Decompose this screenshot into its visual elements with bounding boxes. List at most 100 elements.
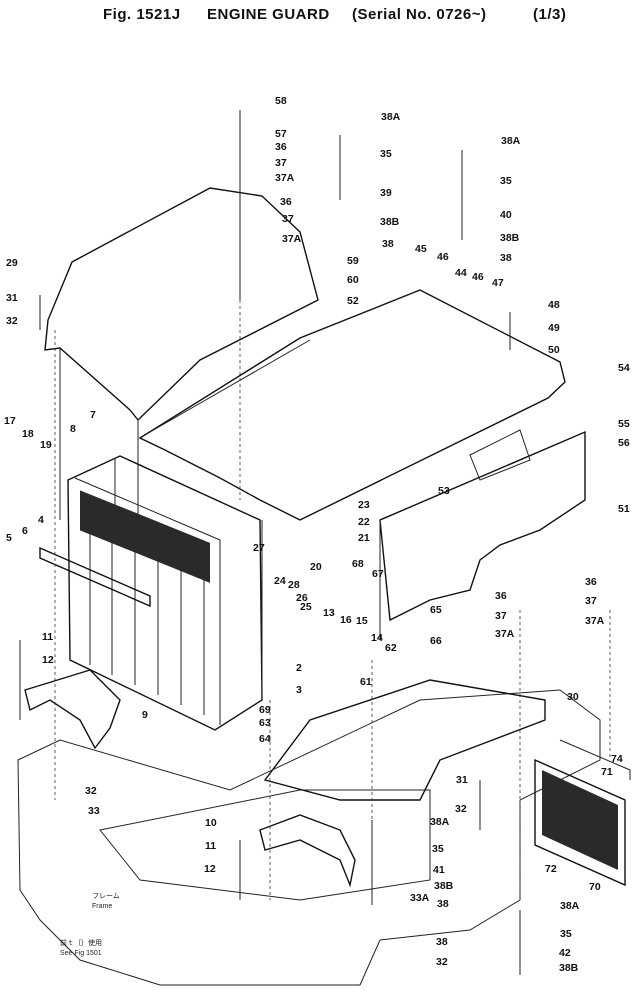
callout-12: 12 bbox=[204, 863, 216, 875]
callout-38: 38 bbox=[382, 238, 394, 250]
callout-38a: 38A bbox=[430, 816, 450, 828]
callout-68: 68 bbox=[352, 558, 364, 570]
side-guard-10 bbox=[259, 814, 356, 888]
callout-71: 71 bbox=[601, 766, 613, 778]
callout-61: 61 bbox=[360, 676, 372, 688]
callout-45: 45 bbox=[415, 243, 427, 255]
callout-35: 35 bbox=[500, 175, 512, 187]
callout-4: 4 bbox=[38, 514, 44, 526]
callout-46: 46 bbox=[437, 251, 449, 263]
callout-38a: 38A bbox=[381, 111, 401, 123]
mid-panel bbox=[469, 429, 531, 481]
callout-74: 74 bbox=[611, 753, 623, 765]
callout-12: 12 bbox=[42, 654, 54, 666]
callout-52: 52 bbox=[347, 295, 359, 307]
callout-37a: 37A bbox=[275, 172, 295, 184]
callout-62: 62 bbox=[385, 642, 397, 654]
callout-27: 27 bbox=[253, 542, 265, 554]
callout-5: 5 bbox=[6, 532, 12, 544]
hardware-lines bbox=[19, 110, 521, 975]
callout-11: 11 bbox=[42, 631, 53, 643]
callout-48: 48 bbox=[548, 299, 560, 311]
callout-31: 31 bbox=[456, 774, 468, 786]
frame-note-jp: フレーム bbox=[92, 892, 120, 900]
callout-60: 60 bbox=[347, 274, 359, 286]
lower-left-guard bbox=[24, 669, 121, 750]
callout-26: 26 bbox=[296, 592, 308, 604]
callout-11: 11 bbox=[205, 840, 216, 852]
callout-35: 35 bbox=[560, 928, 572, 940]
callout-21: 21 bbox=[358, 532, 370, 544]
under-frame-inner bbox=[99, 789, 431, 901]
serial-range: (Serial No. 0726~) bbox=[352, 6, 487, 23]
sheet-number: (1/3) bbox=[533, 6, 567, 23]
callout-38b: 38B bbox=[500, 232, 520, 244]
hood-left-side bbox=[59, 348, 139, 520]
callout-28: 28 bbox=[288, 579, 300, 591]
callout-32: 32 bbox=[455, 803, 467, 815]
callout-layer: 5857363737A38A3539363737A38B3838A354038B… bbox=[4, 95, 630, 974]
hood-top-left bbox=[44, 187, 319, 422]
callout-6: 6 bbox=[22, 525, 28, 537]
callout-38: 38 bbox=[500, 252, 512, 264]
callout-58: 58 bbox=[275, 95, 287, 107]
callout-37: 37 bbox=[282, 213, 294, 225]
callout-2: 2 bbox=[296, 662, 302, 674]
callout-37: 37 bbox=[275, 157, 287, 169]
callout-70: 70 bbox=[589, 881, 601, 893]
callout-38b: 38B bbox=[380, 216, 400, 228]
callout-37a: 37A bbox=[495, 628, 515, 640]
callout-66: 66 bbox=[430, 635, 442, 647]
callout-53: 53 bbox=[438, 485, 450, 497]
callout-47: 47 bbox=[492, 277, 504, 289]
callout-50: 50 bbox=[548, 344, 560, 356]
fig-label: Fig. 1521J bbox=[103, 6, 181, 23]
callout-33: 33 bbox=[88, 805, 100, 817]
radiator-screen bbox=[80, 490, 210, 583]
callout-37a: 37A bbox=[585, 615, 605, 627]
callout-8: 8 bbox=[70, 423, 76, 435]
callout-15: 15 bbox=[356, 615, 368, 627]
support-bar-71 bbox=[559, 739, 631, 780]
callout-64: 64 bbox=[259, 733, 271, 745]
callout-38b: 38B bbox=[559, 962, 579, 974]
callout-32: 32 bbox=[436, 956, 448, 968]
callout-59: 59 bbox=[347, 255, 359, 267]
callout-65: 65 bbox=[430, 604, 442, 616]
callout-38a: 38A bbox=[501, 135, 521, 147]
callout-13: 13 bbox=[323, 607, 335, 619]
callout-54: 54 bbox=[618, 362, 630, 374]
callout-17: 17 bbox=[4, 415, 16, 427]
figure-title: Fig. 1521J ENGINE GUARD (Serial No. 0726… bbox=[0, 0, 639, 30]
part-name: ENGINE GUARD bbox=[207, 6, 330, 23]
hood-top-cover bbox=[138, 289, 566, 521]
callout-36: 36 bbox=[280, 196, 292, 208]
callout-36: 36 bbox=[495, 590, 507, 602]
callout-42: 42 bbox=[559, 947, 571, 959]
callout-44: 44 bbox=[455, 267, 467, 279]
callout-32: 32 bbox=[6, 315, 18, 327]
callout-3: 3 bbox=[296, 684, 302, 696]
callout-9: 9 bbox=[142, 709, 148, 721]
callout-18: 18 bbox=[22, 428, 34, 440]
callout-35: 35 bbox=[380, 148, 392, 160]
callout-55: 55 bbox=[618, 418, 630, 430]
ref-note-jp: 前ｔ｛｝使用 bbox=[60, 938, 102, 947]
right-side-panel bbox=[379, 430, 586, 622]
callout-40: 40 bbox=[500, 209, 512, 221]
callout-14: 14 bbox=[371, 632, 383, 644]
callout-38b: 38B bbox=[434, 880, 454, 892]
callout-30: 30 bbox=[567, 691, 579, 703]
callout-67: 67 bbox=[372, 568, 384, 580]
callout-25: 25 bbox=[300, 601, 312, 613]
callout-63: 63 bbox=[259, 717, 271, 729]
radiator-assembly bbox=[39, 455, 263, 731]
frame-note-en: Frame bbox=[92, 903, 112, 910]
callout-36: 36 bbox=[275, 141, 287, 153]
assembly-guide-lines bbox=[54, 300, 611, 900]
hood-top-inner bbox=[149, 339, 311, 433]
callout-23: 23 bbox=[358, 499, 370, 511]
callout-37: 37 bbox=[495, 610, 507, 622]
callout-37a: 37A bbox=[282, 233, 302, 245]
